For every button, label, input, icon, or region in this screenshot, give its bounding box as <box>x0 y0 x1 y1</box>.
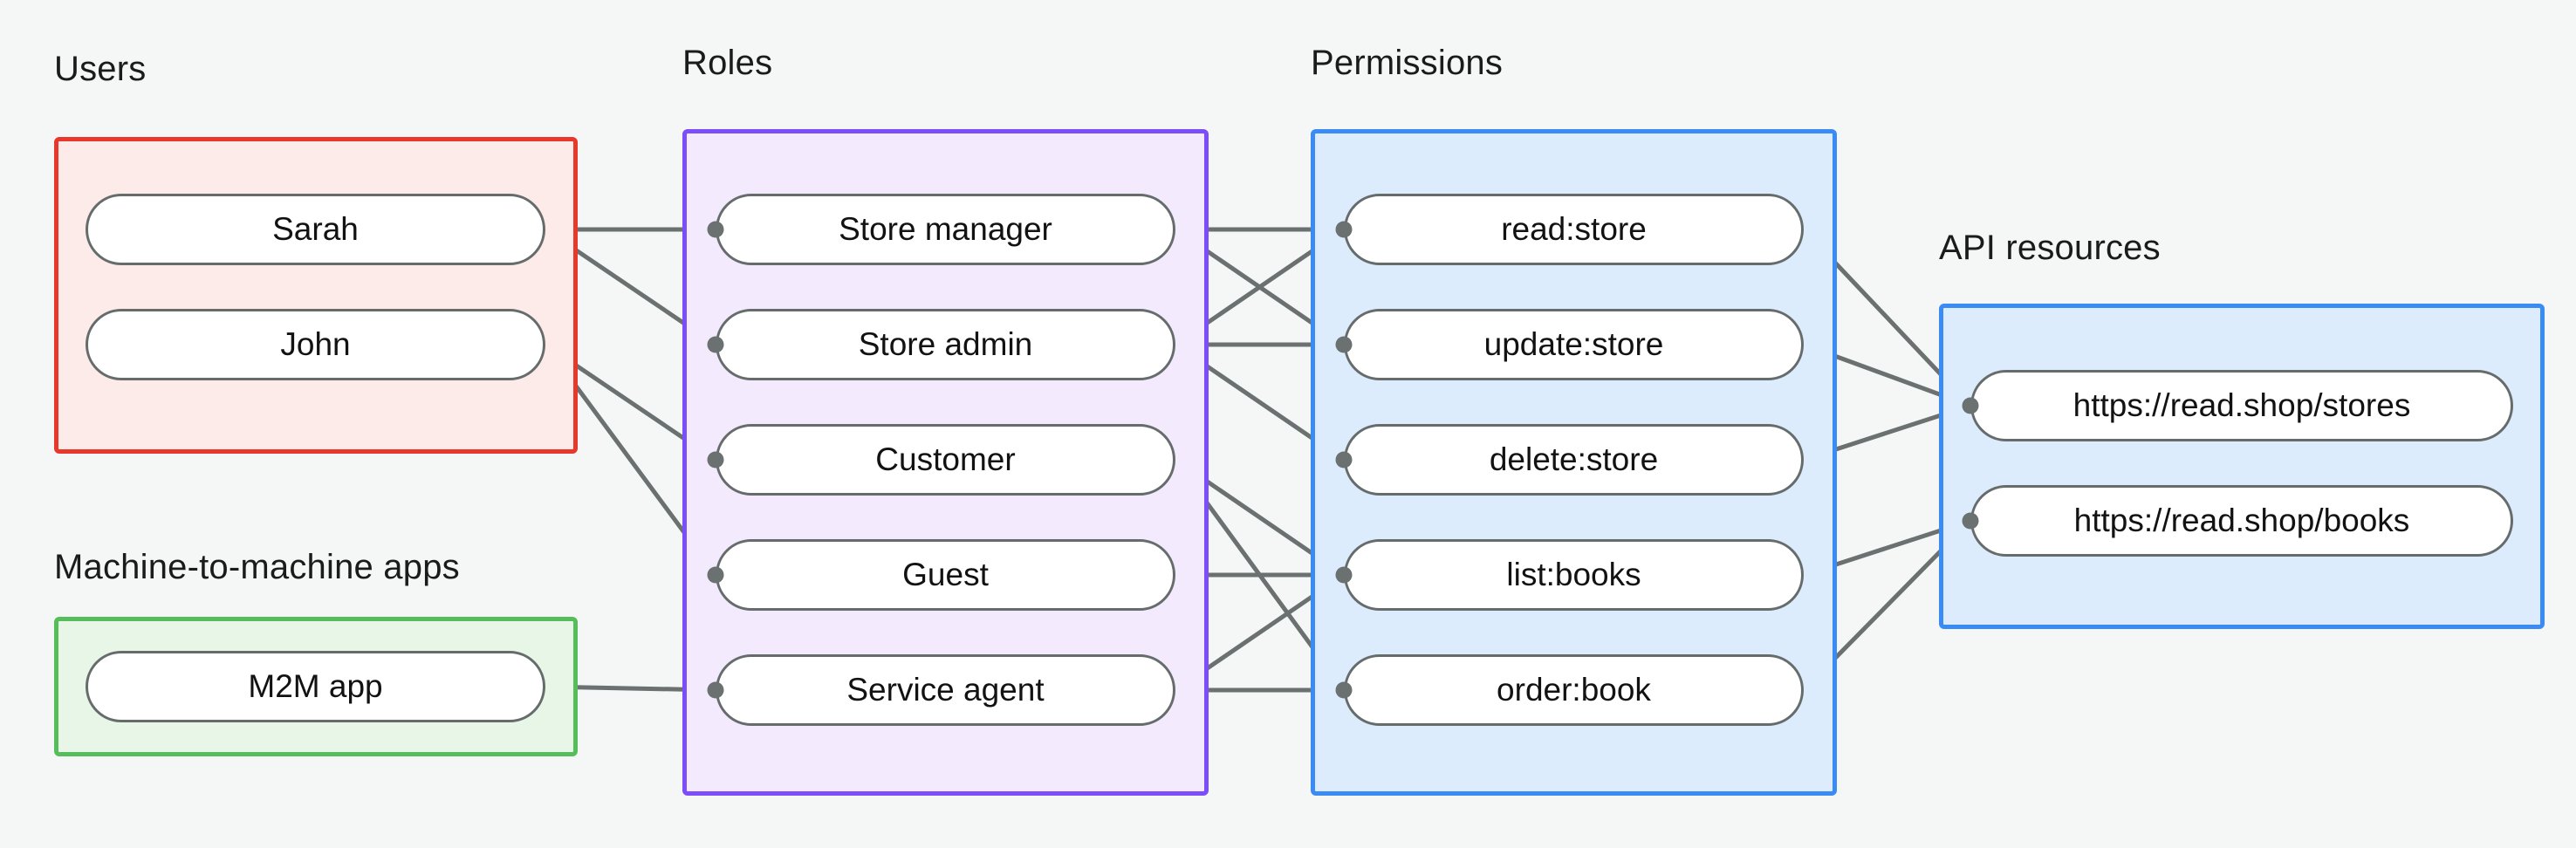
node-list-books[interactable]: list:books <box>1344 539 1804 611</box>
anchor-dot-res-stores <box>1962 397 1979 414</box>
node-order-book[interactable]: order:book <box>1344 654 1804 726</box>
anchor-dot-guest <box>707 566 724 584</box>
node-sarah[interactable]: Sarah <box>86 194 545 265</box>
node-update-store[interactable]: update:store <box>1344 309 1804 380</box>
anchor-dot-res-books <box>1962 512 1979 530</box>
group-title-permissions: Permissions <box>1311 44 1504 82</box>
node-res-books[interactable]: https://read.shop/books <box>1970 485 2513 557</box>
anchor-dot-store-admin <box>707 336 724 353</box>
group-box-api <box>1939 304 2545 629</box>
anchor-dot-service-agent <box>707 681 724 699</box>
node-res-stores[interactable]: https://read.shop/stores <box>1970 370 2513 441</box>
node-store-admin[interactable]: Store admin <box>716 309 1175 380</box>
node-customer[interactable]: Customer <box>716 424 1175 496</box>
anchor-dot-read-store <box>1335 221 1353 238</box>
anchor-dot-customer <box>707 451 724 468</box>
node-read-store[interactable]: read:store <box>1344 194 1804 265</box>
node-guest[interactable]: Guest <box>716 539 1175 611</box>
node-store-manager[interactable]: Store manager <box>716 194 1175 265</box>
anchor-dot-update-store <box>1335 336 1353 353</box>
anchor-dot-delete-store <box>1335 451 1353 468</box>
anchor-dot-list-books <box>1335 566 1353 584</box>
node-service-agent[interactable]: Service agent <box>716 654 1175 726</box>
group-title-m2m: Machine-to-machine apps <box>54 548 460 586</box>
group-title-api: API resources <box>1939 229 2161 267</box>
group-box-users <box>54 137 578 454</box>
node-delete-store[interactable]: delete:store <box>1344 424 1804 496</box>
anchor-dot-order-book <box>1335 681 1353 699</box>
group-title-roles: Roles <box>682 44 773 82</box>
anchor-dot-store-manager <box>707 221 724 238</box>
node-john[interactable]: John <box>86 309 545 380</box>
node-m2m-app[interactable]: M2M app <box>86 651 545 722</box>
group-title-users: Users <box>54 50 147 88</box>
